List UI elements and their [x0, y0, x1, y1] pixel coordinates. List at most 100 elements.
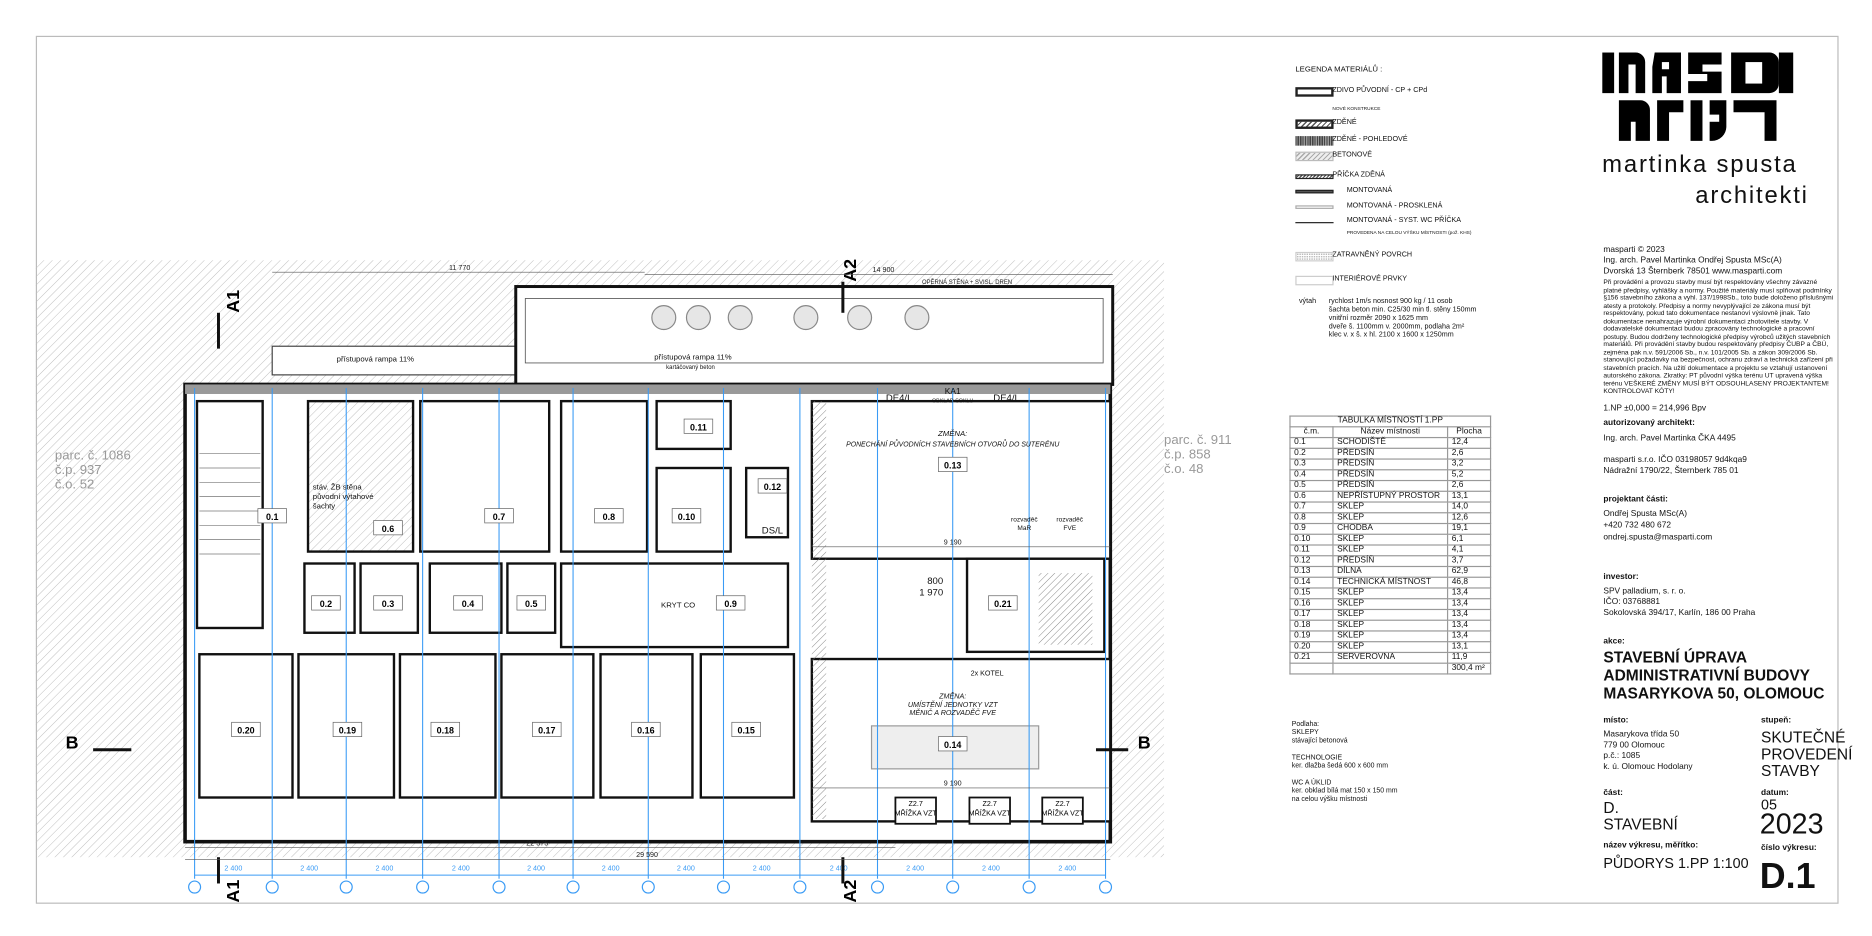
- retaining-wall-note: OPĚRNÁ STĚNA + SVISL. DREN: [922, 278, 1012, 286]
- room-name: PŘEDSÍŇ: [1332, 555, 1449, 568]
- grid-axis-marker: [641, 880, 655, 894]
- part-line: D.: [1603, 798, 1619, 817]
- concrete-wall: [811, 401, 827, 820]
- room-number: 0.8: [603, 512, 615, 522]
- room-id: 0.11: [1289, 544, 1334, 557]
- room-area: 12,4: [1446, 436, 1492, 449]
- annex-inner-line: [524, 298, 1104, 364]
- room-id: 0.3: [1289, 458, 1334, 471]
- grid-spacing-label: 2 400: [753, 864, 771, 872]
- room-number: 0.16: [637, 726, 654, 736]
- room-label: 0.4: [453, 595, 483, 611]
- col-header-name: Název místnosti: [1332, 426, 1449, 439]
- room-area: 4,1: [1446, 544, 1492, 557]
- building-top-wall: [185, 384, 1111, 394]
- room-area: 46,8: [1446, 576, 1492, 589]
- room-label: 0.21: [988, 595, 1018, 611]
- dim-bottom-total: 29 590: [636, 851, 658, 859]
- change2-3: MĚNIČ A ROZVADĚČ FVE: [909, 708, 996, 717]
- neighbor-right-3: č.o. 48: [1164, 461, 1203, 476]
- floor-note-line: WC A ÚKLID: [1291, 779, 1332, 787]
- door-height: 1 970: [919, 588, 943, 599]
- investor: SPV palladium, s. r. o. IČO: 03768881 So…: [1603, 586, 1755, 618]
- designer-email: ondrej.spusta@masparti.com: [1603, 533, 1713, 543]
- room-number: 0.6: [382, 524, 394, 534]
- room-label-box: [373, 595, 403, 611]
- room-label: 0.20: [231, 721, 261, 737]
- room-label: 0.18: [430, 721, 461, 737]
- elevator-spec: rychlost 1m/s nosnost 900 kg / 11 osob: [1328, 298, 1453, 306]
- room-label-box: [671, 508, 702, 524]
- elevator-label: výtah: [1298, 298, 1317, 306]
- room-label-box: [453, 595, 483, 611]
- legend-label: PŘÍČKA ZDĚNÁ: [1332, 171, 1385, 180]
- room-name: SKLEP: [1332, 619, 1449, 632]
- room-number: 0.1: [266, 512, 278, 522]
- room-name: SKLEP: [1332, 512, 1449, 525]
- room-label-box: [332, 721, 363, 737]
- neighbor-left-2: č.p. 937: [55, 462, 102, 477]
- room-id: 0.14: [1289, 576, 1334, 589]
- room-name: SKLEP: [1332, 630, 1449, 643]
- legend-label: MONTOVANÁ: [1346, 187, 1393, 195]
- room-label: 0.3: [373, 595, 403, 611]
- grid-spacing-label: 2 400: [982, 864, 1000, 872]
- ramp-area: [271, 345, 524, 376]
- elevator-specs: rychlost 1m/s nosnost 900 kg / 11 osob š…: [1329, 298, 1477, 340]
- floor-note-line: ker. obklad bílá mat 150 x 150 mm: [1291, 787, 1398, 796]
- legend-swatch-concrete: [1295, 151, 1334, 162]
- room-area: 2,6: [1446, 479, 1492, 492]
- room-name: NEPŘÍSTUPNÝ PROSTOR: [1332, 490, 1449, 503]
- part: D. STAVEBNÍ: [1603, 798, 1677, 833]
- room-label-box: [373, 520, 403, 536]
- part-label: část:: [1603, 789, 1623, 798]
- stage-line: SKUTEČNÉ: [1760, 728, 1846, 747]
- elevator-spec: šachta beton min. C25/30 min tl. stěny 1…: [1328, 306, 1477, 314]
- room-label-box: [231, 721, 261, 737]
- room-label-box: [594, 508, 624, 524]
- section-lines: [93, 281, 1129, 884]
- grid-spacing-label: 2 400: [452, 864, 470, 872]
- room-area: 14,0: [1446, 501, 1492, 514]
- legend-swatch-partition-glazed: [1295, 205, 1334, 209]
- room-number: 0.20: [237, 726, 254, 736]
- authors: Ing. arch. Pavel Martinka Ondřej Spusta …: [1603, 256, 1782, 266]
- floor-note-line: SKLEPY: [1291, 729, 1319, 737]
- room-name: PŘEDSÍŇ: [1332, 458, 1449, 471]
- company-address: Nádražní 1790/22, Šternberk 785 01: [1603, 466, 1739, 476]
- room-number: 0.3: [382, 599, 394, 609]
- room-area: 62,9: [1446, 565, 1492, 578]
- legend-label: ZDĚNÉ: [1332, 119, 1357, 127]
- room-area: 3,2: [1446, 458, 1492, 471]
- place: Masarykova třída 50 779 00 Olomouc p.č.:…: [1603, 729, 1692, 772]
- shaft-note-2: původní výtahové: [313, 492, 374, 501]
- ramp-note-1: přístupová rampa 11%: [337, 355, 415, 364]
- room-label: 0.8: [594, 508, 624, 524]
- panel-fve-2: FVE: [1063, 525, 1076, 532]
- room-number: 0.13: [944, 461, 961, 471]
- copyright: masparti © 2023: [1603, 245, 1665, 255]
- neighbor-left-3: č.o. 52: [55, 476, 94, 491]
- legend-swatch-brick-exposed: [1295, 136, 1334, 146]
- dimension-lines: [185, 271, 1113, 860]
- room-id: 0.20: [1289, 641, 1334, 654]
- legend-label: MONTOVANÁ - PROSKLENÁ: [1346, 202, 1443, 211]
- drawing-number: D.1: [1759, 857, 1816, 897]
- shaft-note-3: šachty: [313, 502, 336, 511]
- action: STAVEBNÍ ÚPRAVA ADMINISTRATIVNÍ BUDOVY M…: [1603, 648, 1824, 702]
- panel-fve-1: rozvaděč: [1056, 517, 1083, 524]
- investor-label: investor:: [1603, 573, 1639, 582]
- room-label: 0.7: [484, 508, 514, 524]
- legend-label: MONTOVANÁ - SYST. WC PŘÍČKA: [1346, 217, 1462, 225]
- legend-label: PROVEDENA NA CELOU VÝŠKU MÍSTNOSTI (pož.…: [1346, 229, 1472, 236]
- stage-label: stupeň:: [1760, 716, 1792, 725]
- room-label-box: [715, 595, 746, 611]
- section-b-right: B: [1138, 733, 1151, 753]
